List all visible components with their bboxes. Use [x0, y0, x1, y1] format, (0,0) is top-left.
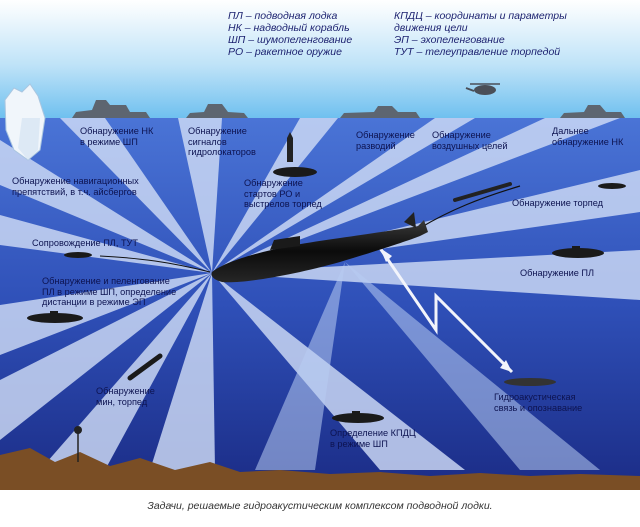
seabed: [0, 448, 640, 490]
targets: [27, 167, 626, 423]
torpedo-icon: [64, 252, 92, 258]
ship-icon: [560, 105, 625, 118]
legend-abbr-kpdc: КПДЦ – координаты и параметры: [394, 10, 567, 22]
stern-beams: [255, 262, 600, 470]
legend-abbr-shp: ШП – шумопеленгование: [228, 34, 353, 46]
guide-wire: [99, 255, 211, 273]
missile-icon: [287, 132, 293, 162]
submarine-icon: [27, 313, 83, 323]
sonar-beams: [0, 118, 640, 470]
submarine-sail: [352, 411, 360, 415]
acoustic-link-arrow: [378, 247, 514, 374]
submarine-icon: [504, 378, 556, 386]
scene-graphics: [0, 0, 640, 490]
legend-abbr-kpdc-cont: движения цели: [394, 22, 468, 34]
ship-icon: [186, 104, 248, 118]
torpedo-icon: [598, 183, 626, 189]
ship-icon: [72, 100, 150, 118]
iceberg-icon: [4, 83, 46, 161]
figure-caption: Задачи, решаемые гидроакустическим компл…: [147, 500, 493, 512]
ship-icon: [340, 106, 420, 118]
ocean-scene: ПЛ – подводная лодка НК – надводный кора…: [0, 0, 640, 490]
legend-abbr-pl: ПЛ – подводная лодка: [228, 10, 338, 22]
mine-icon: [74, 426, 82, 462]
label-pl-detection: Обнаружение ПЛ: [520, 268, 595, 278]
sky: [0, 0, 640, 118]
label-escort-tut: Сопровождение ПЛ, ТУТ: [32, 238, 139, 248]
torpedo-icon: [453, 182, 512, 202]
submarine-icon: [332, 413, 384, 423]
submarine-sail: [572, 246, 580, 250]
legend-abbr-tut: ТУТ – телеуправление торпедой: [394, 46, 561, 58]
submarine-sail: [50, 311, 58, 315]
main-submarine-icon: [211, 212, 428, 283]
legend-abbr-ro: РО – ракетное оружие: [228, 46, 342, 58]
label-torpedo-detection: Обнаружение торпед: [512, 198, 603, 208]
towed-array: [419, 185, 521, 229]
torpedo-icon: [127, 353, 163, 381]
surface-ships: [72, 100, 625, 118]
legend-abbr-nk: НК – надводный корабль: [228, 22, 350, 34]
helicopter-icon: [465, 83, 500, 95]
legend-abbr-ep: ЭП – эхопеленгование: [394, 34, 505, 46]
submarine-icon: [273, 167, 317, 177]
submarine-icon: [552, 248, 604, 258]
